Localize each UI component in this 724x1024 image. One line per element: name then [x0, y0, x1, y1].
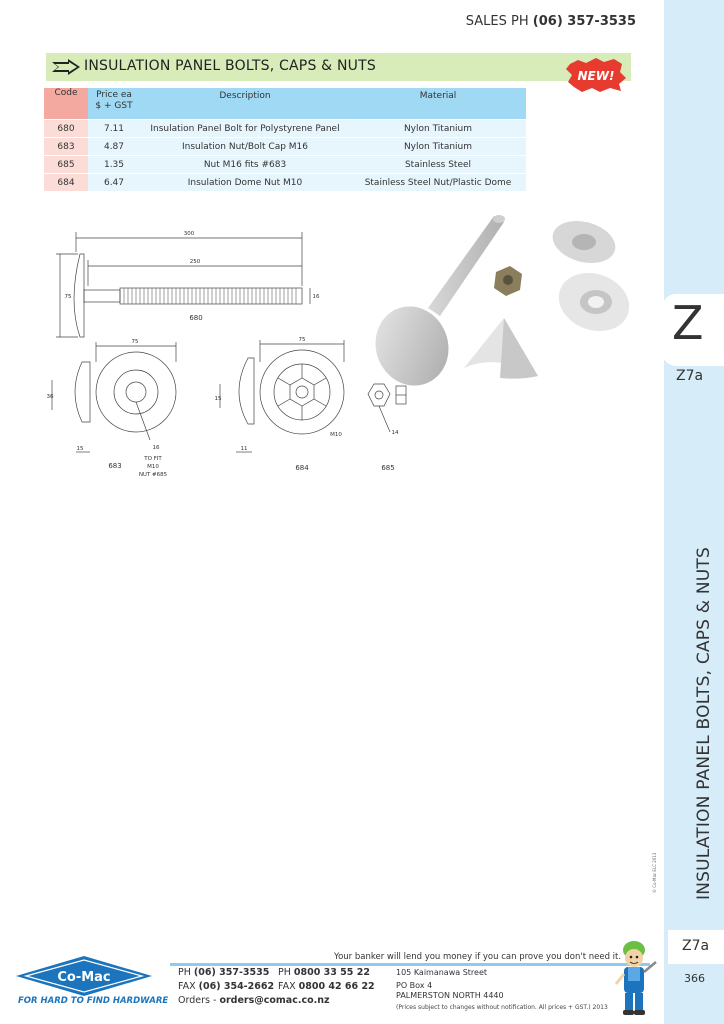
row-code: 683 [44, 137, 88, 156]
row-description: Insulation Dome Nut M10 [140, 173, 350, 191]
dim-dome-dia: 75 [299, 337, 306, 343]
row-description: Insulation Panel Bolt for Polystyrene Pa… [140, 119, 350, 138]
row-price: 6.47 [88, 173, 140, 191]
orders-email-link[interactable]: orders@comac.co.nz [219, 995, 330, 1006]
vertical-section-title: INSULATION PANEL BOLTS, CAPS & NUTS [694, 547, 714, 900]
cap-fit-line3: NUT #685 [139, 472, 168, 478]
new-badge-label: NEW! [578, 69, 615, 83]
cap-label: 683 [108, 462, 121, 470]
page-title: INSULATION PANEL BOLTS, CAPS & NUTS [84, 58, 376, 74]
footer-freephone: PH 0800 33 55 22 [278, 967, 370, 978]
freephone-number: 0800 33 55 22 [293, 967, 370, 978]
col-price: Price ea $ + GST [88, 88, 140, 120]
bolt-label: 680 [189, 314, 202, 322]
row-price: 7.11 [88, 119, 140, 138]
dim-cap-dia: 75 [132, 339, 139, 345]
section-strip [664, 0, 724, 1024]
dim-dome-depth: 11 [241, 446, 248, 452]
dim-dome-thread: M10 [330, 432, 342, 438]
footer-fax: FAX (06) 354-2662 [178, 981, 274, 992]
bottom-section-code: Z7a [682, 938, 710, 954]
phone-label: PH [178, 967, 191, 978]
table-row: 680 7.11 Insulation Panel Bolt for Polys… [44, 119, 526, 138]
dim-bolt-shank: 16 [313, 294, 320, 300]
dim-bolt-head: 75 [65, 294, 72, 300]
row-price: 4.87 [88, 137, 140, 156]
fax-label: FAX [178, 981, 196, 992]
row-material: Nylon Titanium [350, 119, 526, 138]
comac-logo-icon[interactable]: Co-Mac [16, 954, 152, 996]
freefax-label: FAX [278, 981, 296, 992]
logo-tagline: FOR HARD TO FIND HARDWARE [18, 996, 169, 1006]
freefax-number: 0800 42 66 22 [298, 981, 375, 992]
product-banner: INSULATION PANEL BOLTS, CAPS & NUTS [46, 53, 631, 81]
row-code: 680 [44, 119, 88, 138]
row-description: Nut M16 fits #683 [140, 155, 350, 174]
product-photo [375, 215, 630, 386]
nut-label: 685 [381, 464, 394, 472]
mascot-icon [614, 941, 657, 1015]
table-row: 685 1.35 Nut M16 fits #683 Stainless Ste… [44, 155, 526, 174]
sales-prefix: SALES PH [465, 14, 529, 29]
logo-text: Co-Mac [57, 970, 110, 985]
footer-orders: Orders - orders@comac.co.nz [178, 995, 330, 1006]
col-material: Material [350, 88, 526, 120]
col-price-line2: $ + GST [95, 101, 133, 111]
row-material: Stainless Steel [350, 155, 526, 174]
dim-cap-inner: 36 [47, 394, 54, 400]
dim-bolt-overall: 300 [184, 231, 195, 237]
col-description: Description [140, 88, 350, 120]
copyright-note: © Co-Mac ELC 2013 [652, 852, 657, 893]
dim-bolt-thread: 250 [190, 259, 201, 265]
arrow-icon [52, 59, 80, 75]
dim-cap-hole: 16 [153, 445, 160, 451]
row-code: 685 [44, 155, 88, 174]
address-line-3: PALMERSTON NORTH 4440 [396, 991, 504, 1000]
row-description: Insulation Nut/Bolt Cap M16 [140, 137, 350, 156]
orders-label: Orders - [178, 995, 217, 1006]
col-code: Code [44, 88, 88, 120]
page-number: 366 [684, 972, 705, 985]
table-row: 684 6.47 Insulation Dome Nut M10 Stainle… [44, 173, 526, 191]
dim-cap-depth: 15 [77, 446, 84, 452]
cap-fit-line2: M10 [147, 464, 159, 470]
row-code: 684 [44, 173, 88, 191]
product-table: Code Price ea $ + GST Description Materi… [44, 88, 526, 191]
row-material: Nylon Titanium [350, 137, 526, 156]
new-badge-icon: NEW! [566, 58, 626, 92]
technical-drawings: 300 250 75 16 75 75 36 15 15 11 16 TO FI… [47, 231, 407, 478]
row-material: Stainless Steel Nut/Plastic Dome [350, 173, 526, 191]
dome-label: 684 [295, 464, 309, 472]
section-letter: Z [672, 296, 704, 350]
footer-freefax: FAX 0800 42 66 22 [278, 981, 375, 992]
dim-nut-width: 14 [392, 430, 399, 436]
sales-phone: SALES PH (06) 357-3535 [466, 14, 636, 29]
footer-divider [170, 963, 650, 966]
sales-phone-number: (06) 357-3535 [532, 14, 636, 29]
cap-fit-line1: TO FIT [143, 456, 162, 462]
section-code: Z7a [676, 368, 704, 384]
dim-dome-inner: 15 [215, 396, 222, 402]
footer-phone: PH (06) 357-3535 [178, 967, 269, 978]
section-tab[interactable]: Z [662, 294, 724, 366]
price-note: (Prices subject to changes without notif… [396, 1004, 608, 1011]
bottom-section-tab: Z7a [668, 930, 724, 964]
col-price-line1: Price ea [96, 90, 132, 100]
freephone-label: PH [278, 967, 291, 978]
table-row: 683 4.87 Insulation Nut/Bolt Cap M16 Nyl… [44, 137, 526, 156]
fax-number: (06) 354-2662 [198, 981, 275, 992]
footer-tagline: Your banker will lend you money if you c… [334, 952, 622, 962]
phone-number: (06) 357-3535 [193, 967, 270, 978]
address-line-2: PO Box 4 [396, 981, 433, 990]
row-price: 1.35 [88, 155, 140, 174]
address-line-1: 105 Kaimanawa Street [396, 968, 488, 977]
